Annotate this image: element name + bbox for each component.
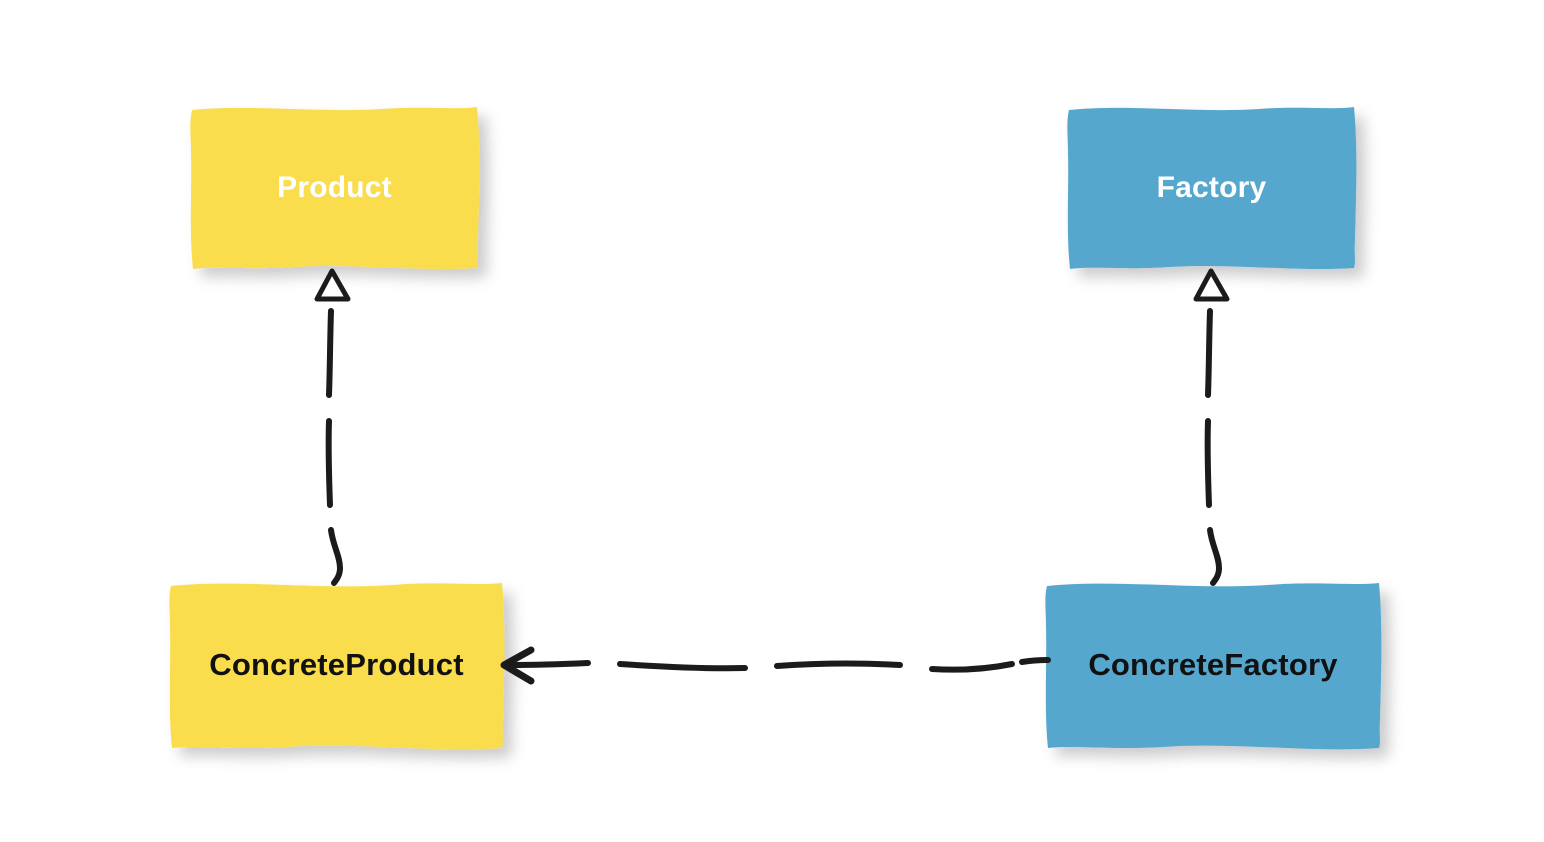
open-arrow-icon-create	[500, 646, 535, 685]
node-shape-concrete-product[interactable]	[169, 583, 505, 750]
edge-factory-inheritance[interactable]	[1193, 268, 1230, 586]
hollow-triangle-icon-product	[314, 268, 351, 302]
node-shape-concrete-factory[interactable]	[1045, 583, 1382, 750]
node-shape-product[interactable]	[190, 107, 480, 270]
edge-product-inheritance[interactable]	[314, 268, 351, 586]
edge-factory-creates-product[interactable]	[500, 646, 1051, 685]
node-shape-factory[interactable]	[1067, 107, 1357, 270]
hollow-triangle-icon-factory	[1193, 268, 1230, 302]
